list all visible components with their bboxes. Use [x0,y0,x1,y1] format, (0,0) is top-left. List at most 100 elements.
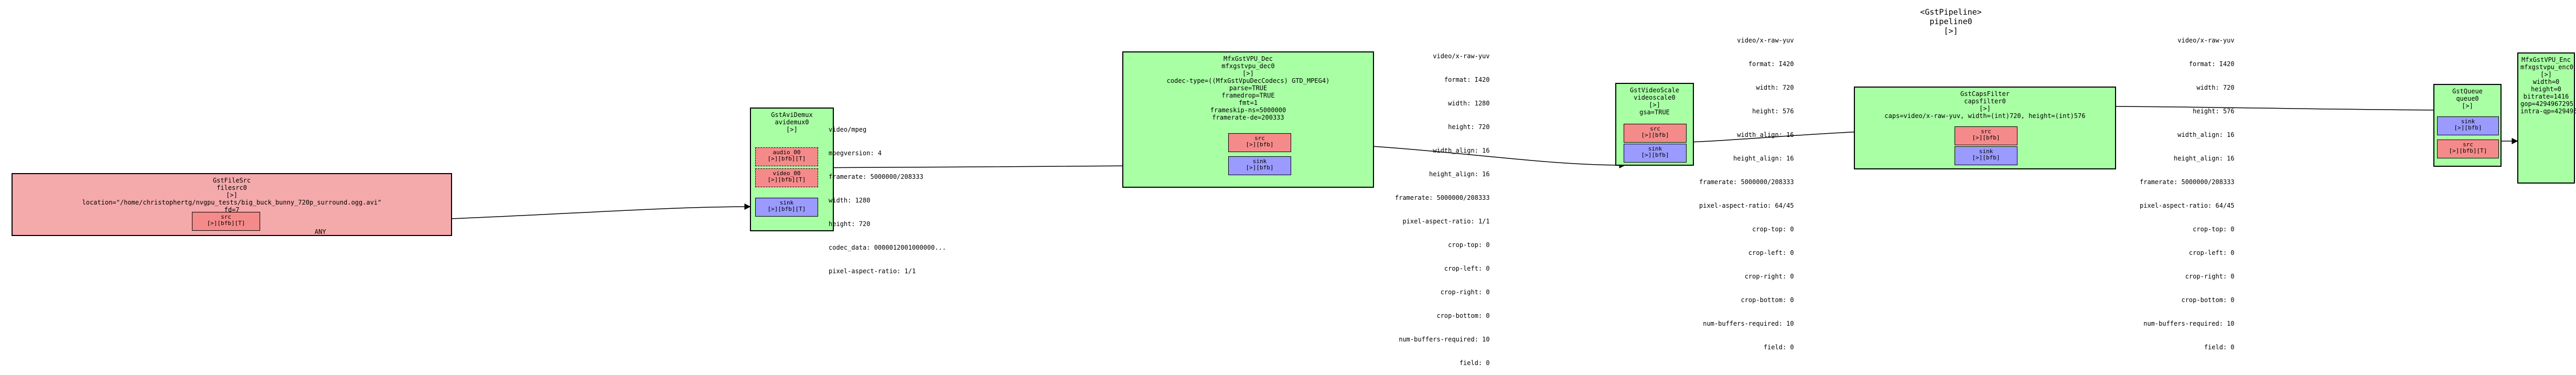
pad-flags: [>][bfb][T] [767,176,806,183]
pad-filesrc-src[interactable]: src [>][bfb][T] [192,212,260,231]
edge-caps-line: format: I420 [2188,60,2235,68]
element-property-framerate: framerate-de=200333 [1212,114,1284,121]
pad-name: sink [1252,158,1267,165]
edge-caps-line: field: 0 [1459,359,1490,367]
element-state: [>] [1242,70,1254,77]
edge-caps-line: crop-bottom: 0 [2181,296,2235,304]
edge-caps-line: framerate: 5000000/208333 [2140,178,2235,186]
edge-caps-line: pixel-aspect-ratio: 64/45 [2140,202,2235,209]
element-name: queue0 [2456,95,2479,102]
edge-caps-line: field: 0 [1763,344,1794,351]
pad-flags: [>][bfb] [1641,152,1669,158]
element-property-height: height=0 [2531,85,2561,93]
element-property-intra-qp: intra-qp=4294967295 [2520,108,2576,115]
element-queue[interactable]: GstQueue queue0 [>] sink [>][bfb] src [>… [2433,84,2502,167]
pad-name: video_00 [772,170,801,177]
pipeline-state-label: [>] [1944,26,1958,36]
pad-queue-sink[interactable]: sink [>][bfb] [2437,116,2499,135]
edge-caps-line: video/x-raw-yuv [1433,52,1490,60]
pad-flags: [>][bfb][T] [207,220,245,227]
element-videoscale[interactable]: GstVideoScale videoscale0 [>] gsa=TRUE s… [1615,83,1694,166]
element-property-gsa: gsa=TRUE [1639,109,1670,116]
pad-name: src [2463,141,2473,148]
pad-videoscale-sink[interactable]: sink [>][bfb] [1624,144,1687,163]
edge-caps-line: video/x-raw-yuv [1737,37,1794,44]
element-name: mfxgstvpu_dec0 [1221,62,1275,70]
element-property-framedrop: framedrop=TRUE [1221,92,1275,99]
edge-caps-line: width: 720 [2196,84,2235,91]
element-state: [>] [1649,101,1660,109]
element-name: filesrc0 [217,184,247,191]
element-type: MfxGstVPU_Dec [1223,55,1273,62]
edge-caps-line: crop-left: 0 [2188,249,2235,256]
edge-caps-line: num-buffers-required: 10 [1399,336,1490,343]
element-filesrc[interactable]: GstFileSrc filesrc0 [>] location="/home/… [12,173,452,236]
pad-decoder-src[interactable]: src [>][bfb] [1228,133,1291,152]
element-state: [>] [226,191,238,199]
element-type: GstVideoScale [1630,87,1679,94]
pad-videoscale-src[interactable]: src [>][bfb] [1624,124,1687,143]
edge-caps-line: pixel-aspect-ratio: 64/45 [1699,202,1794,209]
edge-label-videoscale-capsfilter0: video/x-raw-yuv format: I420 width: 720 … [1699,21,1794,359]
edge-caps-line: width: 1280 [829,197,871,204]
edge-caps-line: framerate: 5000000/208333 [1395,194,1490,201]
edge-caps-line: ANY [315,228,326,235]
pad-name: sink [1979,148,1993,155]
pad-capsfilter0-src[interactable]: src [>][bfb] [1955,126,2017,145]
element-state: [>] [2540,71,2552,78]
pipeline-title: <GstPipeline> pipeline0 [>] [1888,7,2014,36]
element-type: GstCapsFilter [1960,90,2010,98]
pad-flags: [>][bfb] [1246,164,1274,171]
element-property-caps: caps=video/x-raw-yuv, width=(int)720, he… [1884,112,2086,120]
element-type: GstFileSrc [212,177,251,184]
edge-caps-line: framerate: 5000000/208333 [829,173,924,180]
pad-name: src [1981,128,1991,135]
pad-queue-src[interactable]: src [>][bfb][T] [2437,140,2499,158]
pad-flags: [>][bfb] [1641,132,1669,138]
edge-caps-line: height: 720 [829,220,871,228]
element-name: videoscale0 [1634,94,1676,101]
edge-caps-line: num-buffers-required: 10 [1703,320,1794,327]
edge-caps-line: height: 576 [2193,108,2235,115]
element-capsfilter0[interactable]: GstCapsFilter capsfilter0 [>] caps=video… [1854,87,2116,169]
pad-name: audio_00 [772,149,801,156]
edge-caps-line: height_align: 16 [1429,170,1490,178]
element-state: [>] [1979,105,1991,112]
pad-flags: [>][bfb][T] [2449,147,2487,154]
element-property-fd: fd=7 [224,206,240,213]
pad-demux-audio[interactable]: audio_00 [>][bfb][T] [755,147,818,166]
edge-caps-line: crop-right: 0 [1440,288,1490,296]
edge-caps-line: crop-bottom: 0 [1741,296,1794,304]
pad-name: sink [1648,145,1662,152]
edge-caps-line: pixel-aspect-ratio: 1/1 [829,267,916,275]
element-mfx-decoder[interactable]: MfxGstVPU_Dec mfxgstvpu_dec0 [>] codec-t… [1122,51,1374,188]
element-type: GstQueue [2452,88,2483,95]
element-property-frameskip: frameskip-ns=5000000 [1210,106,1286,114]
pad-capsfilter0-sink[interactable]: sink [>][bfb] [1955,146,2017,165]
edge-caps-line: height_align: 16 [1733,155,1794,162]
edge-label-decoder-videoscale: video/x-raw-yuv format: I420 width: 1280… [1395,37,1490,375]
pad-demux-sink[interactable]: sink [>][bfb][T] [755,198,818,217]
edge-label-filesrc-demux: ANY [315,212,326,244]
pad-flags: [>][bfb] [1246,141,1274,148]
edge-caps-line: crop-right: 0 [2185,273,2235,280]
pad-flags: [>][bfb][T] [767,206,806,212]
pad-flags: [>][bfb] [1972,134,2000,141]
element-type: GstAviDemux [771,111,813,119]
edge-caps-line: width_align: 16 [2177,131,2235,138]
element-state: [>] [786,126,798,133]
element-mfx-encoder[interactable]: MfxGstVPU_Enc mfxgstvpu_enc0 [>] width=0… [2517,52,2576,184]
edge-caps-line: video/mpeg [829,126,867,133]
pad-demux-video[interactable]: video_00 [>][bfb][T] [755,168,818,187]
element-avidemux[interactable]: GstAviDemux avidemux0 [>] audio_00 [>][b… [750,108,834,231]
pad-name: src [1650,125,1660,132]
edge-caps-line: crop-top: 0 [1448,241,1490,249]
edge-caps-line: width_align: 16 [1737,131,1794,138]
pad-name: src [221,213,231,220]
edge-caps-line: codec_data: 0000012001000000... [829,244,946,251]
pad-name: sink [2461,118,2475,125]
pad-decoder-sink[interactable]: sink [>][bfb] [1228,156,1291,175]
edge-caps-line: width: 1280 [1448,100,1490,107]
pipeline-type-label: <GstPipeline> [1920,7,1982,17]
edge-caps-line: num-buffers-required: 10 [2143,320,2235,327]
